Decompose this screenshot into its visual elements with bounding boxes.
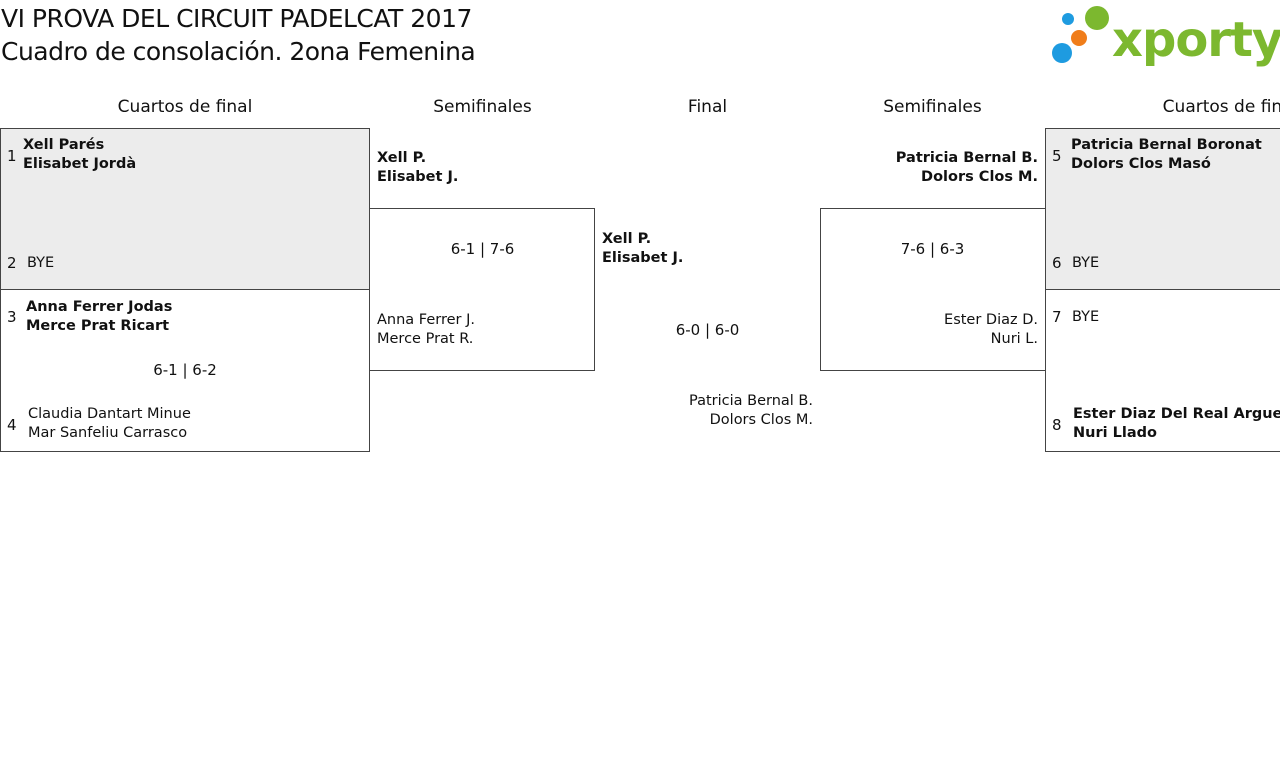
seed-number: 8 xyxy=(1052,416,1062,434)
match-score: 6-1 | 6-2 xyxy=(153,361,217,379)
xporty-logo[interactable]: xporty xyxy=(1050,4,1280,68)
team-entry[interactable]: Patricia Bernal B. Dolors Clos M. xyxy=(600,392,813,430)
match-qf-right-1 xyxy=(1045,128,1280,290)
player-name: Anna Ferrer J. xyxy=(377,312,475,328)
player-name: Claudia Dantart Minue xyxy=(28,406,191,422)
bye-entry: BYE xyxy=(27,255,55,271)
team-entry[interactable]: Xell P. Elisabet J. xyxy=(602,230,683,268)
player-name: Merce Prat Ricart xyxy=(26,318,170,334)
bye-entry: BYE xyxy=(1072,255,1100,271)
player-name: Merce Prat R. xyxy=(377,331,474,347)
player-name: Xell Parés xyxy=(23,137,105,153)
player-name: Elisabet J. xyxy=(377,169,459,185)
header-final: Final xyxy=(687,97,728,117)
team-entry[interactable]: Xell P. Elisabet J. xyxy=(377,149,458,187)
player-name: Elisabet J. xyxy=(602,250,684,266)
seed-number: 4 xyxy=(7,416,17,434)
match-qf-left-1 xyxy=(0,128,370,290)
match-score: 6-0 | 6-0 xyxy=(675,321,740,339)
player-name: Patricia Bernal B. xyxy=(689,393,813,409)
team-entry[interactable]: Patricia Bernal Boronat Dolors Clos Masó xyxy=(1071,136,1280,174)
player-name: Dolors Clos M. xyxy=(709,412,813,428)
player-name: Patricia Bernal Boronat xyxy=(1071,137,1262,153)
seed-number: 5 xyxy=(1052,147,1062,165)
player-name: Dolors Clos Masó xyxy=(1071,156,1211,172)
logo-dot-blue-small-icon xyxy=(1062,13,1074,25)
header-quarterfinals-right: Cuartos de final xyxy=(1162,97,1280,117)
player-name: Xell P. xyxy=(377,150,427,166)
match-score: 7-6 | 6-3 xyxy=(900,240,965,258)
player-name: Xell P. xyxy=(602,231,652,247)
player-name: Ester Diaz D. xyxy=(944,312,1038,328)
seed-number: 7 xyxy=(1052,308,1062,326)
player-name: Elisabet Jordà xyxy=(23,156,137,172)
team-entry[interactable]: Ester Diaz D. Nuri L. xyxy=(826,311,1038,349)
seed-number: 6 xyxy=(1052,254,1062,272)
team-entry[interactable]: Ester Diaz Del Real Arguelles Nuri Llado xyxy=(1073,405,1280,443)
logo-dot-orange-icon xyxy=(1071,30,1087,46)
team-entry[interactable]: Xell Parés Elisabet Jordà xyxy=(23,136,136,174)
team-entry[interactable]: Claudia Dantart Minue Mar Sanfeliu Carra… xyxy=(28,405,191,443)
player-name: Dolors Clos M. xyxy=(921,169,1038,185)
team-entry[interactable]: Anna Ferrer J. Merce Prat R. xyxy=(377,311,475,349)
logo-wordmark: xporty xyxy=(1112,12,1280,68)
seed-number: 3 xyxy=(7,308,17,326)
player-name: Mar Sanfeliu Carrasco xyxy=(28,425,188,441)
match-score: 6-1 | 7-6 xyxy=(450,240,515,258)
header-semifinals-right: Semifinales xyxy=(883,97,982,117)
player-name: Ester Diaz Del Real Arguelles xyxy=(1073,406,1280,422)
player-name: Nuri Llado xyxy=(1073,425,1157,441)
player-name: Anna Ferrer Jodas xyxy=(26,299,173,315)
header-quarterfinals-left: Cuartos de final xyxy=(117,97,253,117)
player-name: Nuri L. xyxy=(990,331,1038,347)
logo-dot-green-icon xyxy=(1085,6,1109,30)
page-subtitle: Cuadro de consolación. 2ona Femenina xyxy=(1,37,476,66)
header-semifinals-left: Semifinales xyxy=(433,97,532,117)
match-qf-right-2 xyxy=(1045,289,1280,452)
logo-dot-blue-large-icon xyxy=(1052,43,1072,63)
page-title: VI PROVA DEL CIRCUIT PADELCAT 2017 xyxy=(1,4,472,33)
player-name: Patricia Bernal B. xyxy=(895,150,1038,166)
bye-entry: BYE xyxy=(1072,309,1100,325)
team-entry[interactable]: Patricia Bernal B. Dolors Clos M. xyxy=(826,149,1038,187)
team-entry[interactable]: Anna Ferrer Jodas Merce Prat Ricart xyxy=(26,298,172,336)
seed-number: 2 xyxy=(7,254,17,272)
seed-number: 1 xyxy=(7,147,17,165)
match-sf-left xyxy=(369,208,595,371)
